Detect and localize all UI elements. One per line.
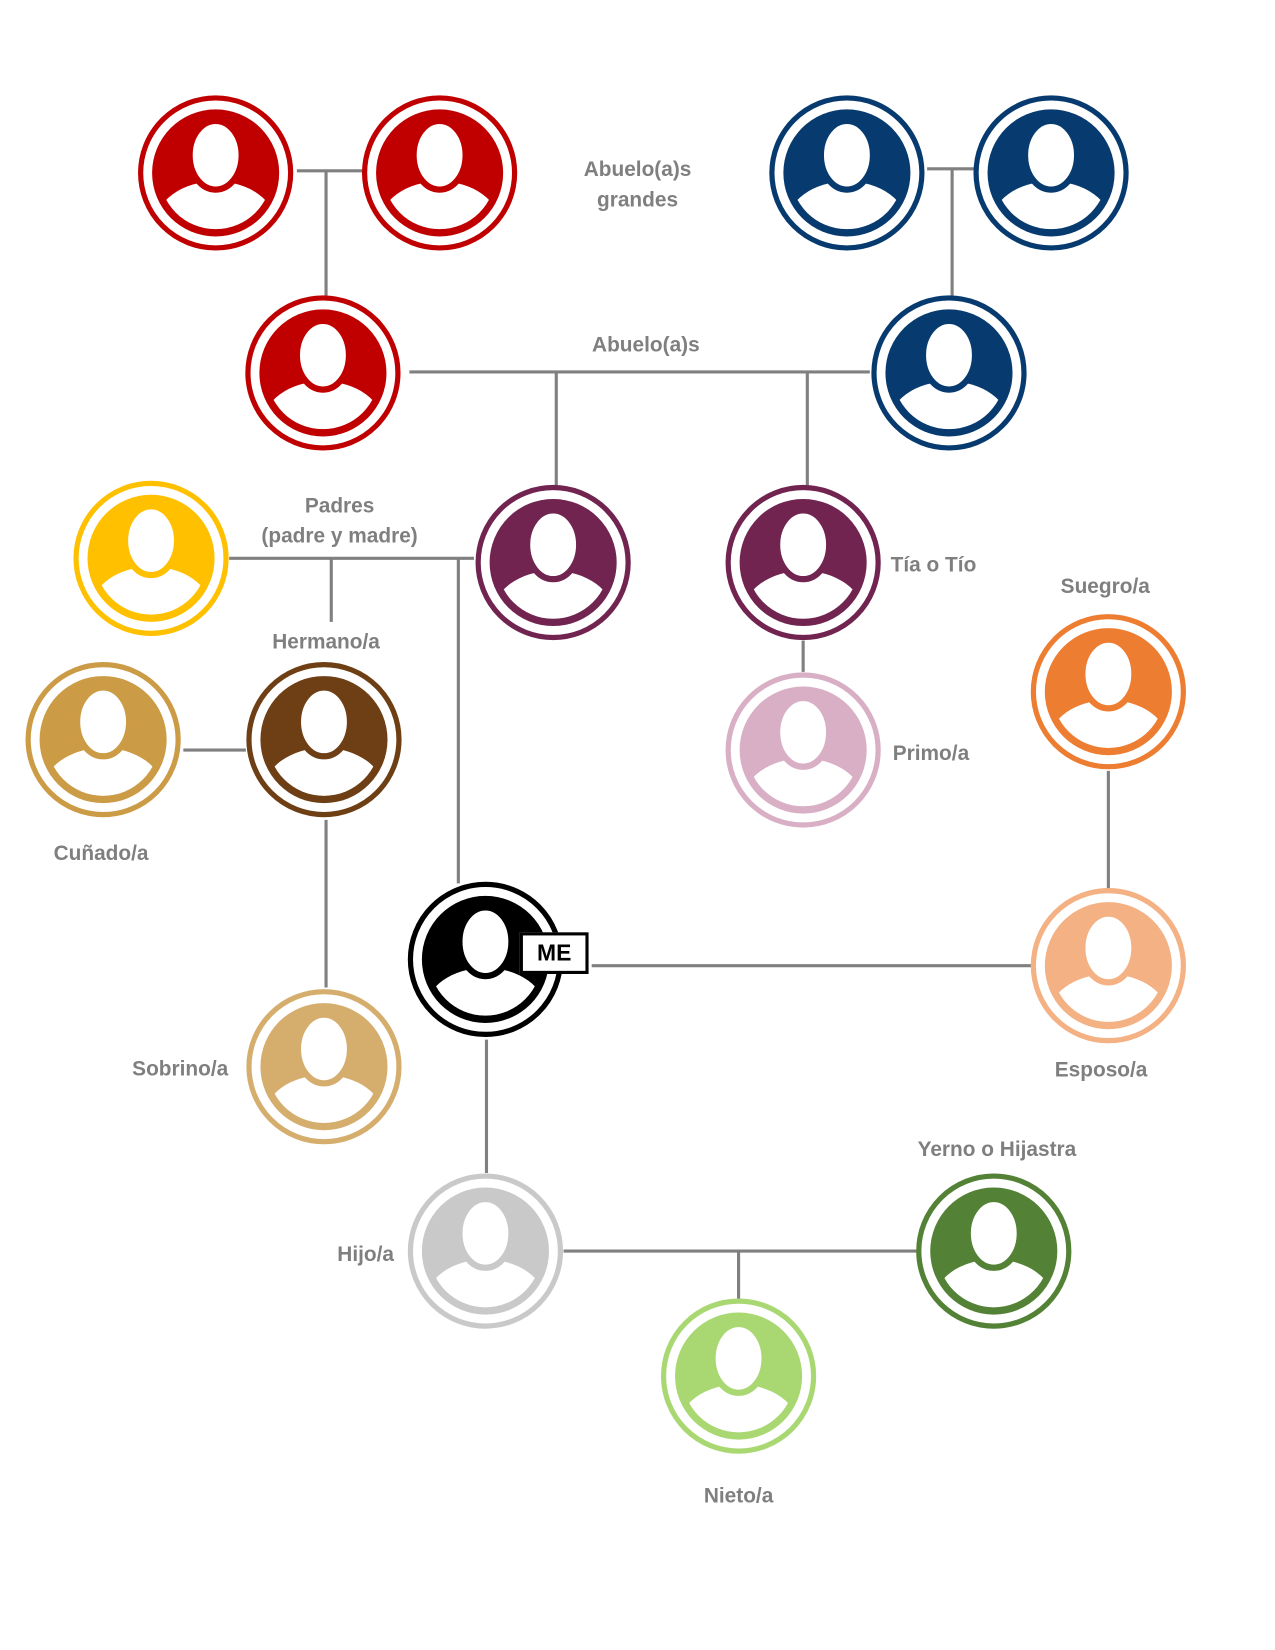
label-line: Padres (304, 494, 375, 518)
person-node-spouse[interactable] (1030, 888, 1186, 1062)
person-icon (682, 1320, 795, 1433)
person-node-parent-purple[interactable] (475, 484, 631, 659)
person-node-sibling[interactable] (246, 662, 402, 836)
person-node-me[interactable] (407, 881, 564, 1055)
person-icon (266, 317, 380, 430)
person-node-ggp-red-1[interactable] (138, 95, 294, 269)
person-icon (790, 117, 904, 230)
person-node-child[interactable] (407, 1173, 564, 1347)
person-icon (496, 507, 610, 619)
person-icon (937, 1195, 1051, 1308)
person-node-sibling-in-law[interactable] (25, 662, 181, 836)
person-icon (383, 117, 496, 230)
person-icon (994, 117, 1108, 230)
person-icon (746, 507, 860, 619)
label-sibling-in-law: Cuñado/a (53, 842, 149, 866)
label-child: Hijo/a (337, 1243, 394, 1267)
person-icon (892, 317, 1006, 430)
person-node-ggp-blue-2[interactable] (973, 95, 1129, 269)
person-icon (267, 1011, 381, 1123)
person-icon (1052, 910, 1165, 1022)
person-icon (267, 684, 381, 796)
person-icon (429, 904, 542, 1016)
person-node-child-in-law[interactable] (916, 1173, 1072, 1347)
person-node-gp-red[interactable] (245, 295, 401, 469)
label-line: (padre y madre) (261, 525, 418, 548)
person-icon (1052, 636, 1165, 748)
person-icon (746, 694, 860, 807)
label-child-in-law: Yerno o Hijastra (917, 1138, 1077, 1161)
label-grandparents: Abuelo(a)s (592, 333, 700, 357)
person-icon (429, 1195, 542, 1308)
label-cousin: Primo/a (892, 742, 970, 766)
person-node-ggp-red-2[interactable] (361, 95, 518, 269)
person-node-grandchild[interactable] (660, 1298, 817, 1472)
label-parent-in-law: Suegro/a (1060, 575, 1150, 599)
label-grandchild: Nieto/a (703, 1484, 774, 1508)
label-spouse: Esposo/a (1054, 1058, 1148, 1082)
me-badge: ME (519, 932, 589, 974)
person-node-parent-in-law[interactable] (1030, 614, 1186, 788)
person-node-aunt-uncle[interactable] (725, 484, 881, 659)
label-aunt-uncle: Tía o Tío (890, 553, 977, 577)
label-nephew-niece: Sobrino/a (132, 1057, 229, 1081)
person-icon (46, 684, 160, 796)
person-icon (94, 503, 208, 615)
person-node-gp-blue[interactable] (871, 295, 1027, 469)
label-line: grandes (596, 188, 679, 212)
label-parents: Padres (padre y madre) (261, 492, 417, 552)
label-line: Abuelo(a)s (583, 158, 692, 182)
label-great-grandparents: Abuelo(a)s grandes (584, 155, 692, 215)
label-sibling: Hermano/a (272, 630, 380, 654)
person-node-nephew-niece[interactable] (246, 989, 402, 1163)
person-node-cousin[interactable] (725, 672, 881, 846)
person-icon (159, 117, 272, 230)
person-node-ggp-blue-1[interactable] (769, 95, 925, 269)
person-node-parent-yellow[interactable] (73, 480, 229, 654)
